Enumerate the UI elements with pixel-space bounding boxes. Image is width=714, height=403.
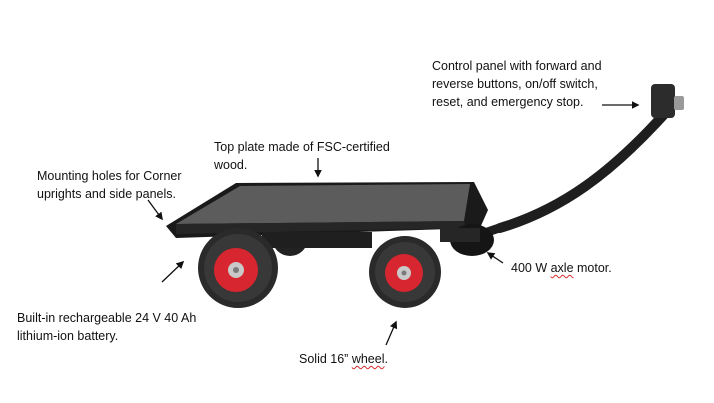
arrow-motor	[486, 252, 504, 264]
tow-handle	[495, 105, 673, 233]
top-plate-label: Top plate made of FSC-certified wood.	[214, 140, 390, 172]
mounting-holes-label: Mounting holes for Corner uprights and s…	[37, 169, 182, 201]
control-panel-label: Control panel with forward and reverse b…	[432, 59, 602, 109]
battery-box	[262, 232, 372, 248]
wheel-label: Solid 16” wheel.	[299, 352, 388, 366]
right-wheel	[369, 236, 441, 308]
battery-label: Built-in rechargeable 24 V 40 Ah lithium…	[17, 311, 197, 343]
arrow-battery	[161, 260, 185, 283]
control-panel-box	[651, 84, 675, 118]
top-plate	[176, 184, 470, 224]
left-wheel	[198, 228, 278, 308]
arrow-mounting-holes	[147, 199, 163, 221]
arrow-wheel	[385, 320, 398, 346]
motor-label: 400 W axle motor.	[511, 261, 612, 275]
